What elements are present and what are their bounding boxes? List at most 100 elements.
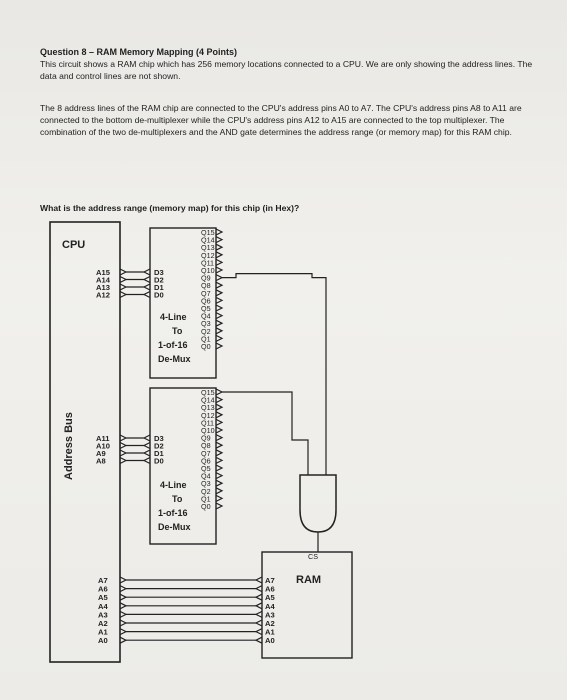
ram-pin-marker	[254, 593, 263, 601]
demux-output-marker	[215, 449, 224, 457]
demux-output-label: Q1	[201, 334, 211, 343]
ram-pin-marker	[254, 602, 263, 610]
cpu-low-pin-label: A3	[98, 610, 108, 619]
demux-output-marker	[215, 312, 224, 320]
cpu-low-pin-marker	[119, 628, 128, 636]
bottom-demux-line2: To	[172, 494, 183, 504]
cpu-low-pin-marker	[119, 602, 128, 610]
demux-output-marker	[215, 251, 224, 259]
top-demux-line2: To	[172, 326, 183, 336]
demux-input-label: D0	[154, 291, 164, 300]
cpu-low-pin-label: A1	[98, 628, 108, 637]
demux-input-label: D0	[154, 457, 164, 466]
demux-output-label: Q1	[201, 494, 211, 503]
demux-output-marker	[215, 472, 224, 480]
demux-output-label: Q2	[201, 327, 211, 336]
question-title: Question 8 – RAM Memory Mapping (4 Point…	[40, 47, 238, 57]
demux-output-label: Q14	[201, 236, 215, 245]
demux-output-label: Q12	[201, 411, 215, 420]
cpu-pin-label: A13	[96, 283, 110, 292]
cpu-pin-label: A9	[96, 449, 106, 458]
ram-pin-marker	[254, 610, 263, 618]
demux-output-label: Q10	[201, 426, 215, 435]
cpu-low-pin-marker	[119, 576, 128, 584]
cpu-low-pin-label: A2	[98, 619, 108, 628]
demux-output-marker	[215, 464, 224, 472]
ram-pin-marker	[254, 628, 263, 636]
demux-input-marker	[142, 268, 151, 276]
cpu-low-pin-marker	[119, 619, 128, 627]
top-demux-to-and-wire	[222, 273, 327, 475]
demux-input-marker	[142, 449, 151, 457]
ram-pin-label: A2	[265, 619, 275, 628]
demux-output-marker	[215, 289, 224, 297]
demux-output-marker	[215, 236, 224, 244]
ram-block	[261, 551, 353, 659]
demux-output-label: Q14	[201, 396, 215, 405]
demux-output-label: Q15	[201, 388, 215, 397]
demux-output-marker	[215, 388, 224, 396]
cpu-pin-marker	[119, 290, 128, 299]
cpu-low-pin-marker	[119, 593, 128, 601]
demux-output-marker	[215, 334, 224, 342]
demux-output-marker	[215, 228, 224, 236]
ram-pin-marker	[254, 636, 263, 644]
demux-output-label: Q8	[201, 441, 211, 450]
ram-pin-label: A4	[265, 602, 275, 611]
cpu-block	[49, 221, 121, 663]
ram-pin-label: A3	[265, 610, 275, 619]
demux-output-marker	[215, 296, 224, 304]
top-demux-line3: 1-of-16	[158, 340, 188, 350]
cpu-low-pin-label: A7	[98, 576, 108, 585]
demux-output-marker	[215, 396, 224, 404]
demux-output-label: Q5	[201, 464, 211, 473]
ram-pin-marker	[254, 585, 263, 593]
cpu-low-pin-label: A4	[98, 602, 108, 611]
ram-pin-marker	[254, 576, 263, 584]
demux-output-label: Q10	[201, 266, 215, 275]
demux-output-marker	[215, 304, 224, 312]
bottom-demux-line1: 4-Line	[160, 480, 187, 490]
demux-input-label: D3	[154, 268, 164, 277]
ram-pin-label: A0	[265, 636, 275, 645]
demux-output-marker	[215, 441, 224, 449]
cpu-pin-label: A12	[96, 291, 110, 300]
demux-output-label: Q3	[201, 479, 211, 488]
cpu-low-pin-marker	[119, 610, 128, 618]
demux-output-marker	[215, 411, 224, 419]
description-paragraph: The 8 address lines of the RAM chip are …	[40, 103, 522, 137]
top-demux-line4: De-Mux	[158, 354, 191, 364]
demux-input-marker	[142, 441, 151, 450]
cpu-pin-marker	[119, 268, 128, 276]
ram-pin-label: A6	[265, 585, 275, 594]
demux-output-label: Q4	[201, 472, 211, 481]
intro-text: This circuit shows a RAM chip which has …	[40, 59, 533, 81]
cpu-low-pin-marker	[119, 585, 128, 593]
demux-input-label: D1	[154, 449, 164, 458]
demux-output-marker	[215, 266, 224, 274]
demux-output-marker	[215, 418, 224, 426]
bottom-demux-to-and-wire	[222, 391, 309, 475]
ram-label: RAM	[296, 574, 321, 586]
demux-input-marker	[142, 290, 151, 299]
cpu-pin-label: A14	[96, 276, 111, 285]
ram-pin-label: A7	[265, 576, 275, 585]
demux-output-label: Q6	[201, 296, 211, 305]
demux-output-marker	[215, 327, 224, 335]
cpu-pin-label: A10	[96, 442, 110, 451]
demux-input-marker	[142, 275, 151, 284]
demux-output-label: Q13	[201, 403, 215, 412]
cpu-pin-label: A11	[96, 434, 110, 443]
demux-input-label: D1	[154, 283, 164, 292]
demux-output-label: Q4	[201, 312, 211, 321]
cpu-pin-marker	[119, 275, 128, 284]
demux-output-label: Q7	[201, 449, 211, 458]
demux-output-marker	[215, 426, 224, 434]
demux-input-marker	[142, 434, 151, 442]
demux-output-marker	[215, 342, 224, 350]
ram-pin-label: A5	[265, 593, 275, 602]
demux-input-label: D3	[154, 434, 164, 443]
demux-input-label: D2	[154, 276, 164, 285]
